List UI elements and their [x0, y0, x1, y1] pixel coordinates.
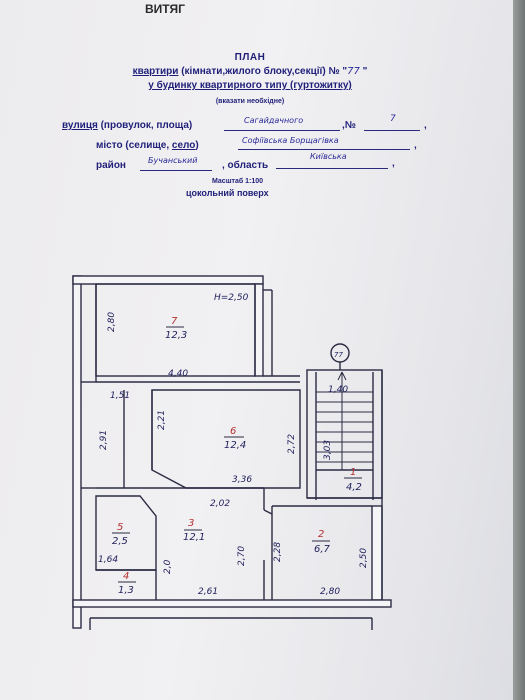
dim-291: 2,91 — [99, 430, 109, 450]
apartment-number: 77 — [347, 66, 360, 77]
room-3-number: 3 — [188, 518, 194, 529]
apartment-word: квартири — [132, 66, 179, 77]
height-mark: H=2,50 — [214, 293, 249, 303]
wall-right-top — [254, 283, 264, 377]
room-number-dividers — [112, 326, 362, 583]
city-value: Софіївська Борщагівка — [242, 136, 339, 145]
stair-arrow-left — [337, 371, 343, 381]
dim-r2-height: 2,50 — [359, 548, 369, 568]
wall-room2-right — [371, 505, 383, 601]
street-underline — [224, 130, 340, 131]
plan-title: ПЛАН — [234, 52, 266, 63]
room-6-outline — [151, 389, 301, 489]
room-6-area: 12,4 — [224, 440, 246, 451]
district-label: район — [96, 160, 126, 171]
street-word: вулиця — [62, 120, 98, 131]
dim-228: 2,28 — [273, 542, 283, 562]
room-5-outline — [95, 495, 157, 571]
outer-wall-bottom — [72, 599, 392, 608]
room-4-area: 1,3 — [118, 585, 134, 596]
dim-164: 1,64 — [98, 555, 118, 565]
stair-steps — [316, 391, 373, 463]
region-comma: , — [392, 158, 395, 169]
room-5-area: 2,5 — [112, 536, 128, 547]
stair-arrow-right — [341, 371, 347, 381]
room-7-number: 7 — [171, 316, 178, 327]
document-page: ВИТЯГ ПЛАН квартири (кімнати,жилого блок… — [0, 0, 513, 700]
table-edge — [513, 0, 525, 700]
dim-r6-height: 2,72 — [287, 434, 297, 454]
district-value: Бучанський — [148, 156, 198, 165]
city-label: місто (селище, село) — [96, 140, 199, 151]
city-label-end: ) — [195, 140, 199, 151]
floor-plan: H=2,50 77 2,80 4,40 1,51 2,21 2,91 3,36 … — [72, 275, 392, 630]
city-comma: , — [414, 140, 417, 151]
apartment-quote: " — [359, 66, 368, 77]
city-label-start: місто (селище, — [96, 140, 172, 151]
room-2-area: 6,7 — [314, 544, 331, 555]
region-underline — [276, 168, 388, 169]
dim-202: 2,02 — [210, 499, 230, 509]
room-1-area: 4,2 — [346, 482, 362, 493]
dim-r2-width: 2,80 — [320, 587, 340, 597]
dim-r6-width: 3,36 — [232, 475, 252, 485]
dim-stair-width: 1,40 — [328, 385, 348, 395]
dim-r3-height: 2,70 — [237, 546, 247, 566]
apartment-line: квартири (кімнати,жилого блоку,секції) №… — [0, 66, 500, 77]
room-6-number: 6 — [230, 426, 236, 437]
street-label: вулиця (провулок, площа) — [62, 120, 192, 131]
dim-20: 2,0 — [163, 559, 173, 574]
dim-151: 1,51 — [110, 391, 130, 401]
house-comma: , — [424, 120, 427, 131]
city-label-village: село — [171, 140, 196, 151]
house-value: 7 — [390, 114, 396, 124]
header-title: ВИТЯГ — [145, 2, 185, 16]
dim-stair-height: 3,03 — [323, 440, 333, 460]
house-underline — [364, 130, 420, 131]
outer-wall-left — [72, 275, 82, 629]
door-swing — [263, 509, 273, 515]
dim-r7-width: 4,40 — [168, 369, 188, 379]
stair-marker-label: 77 — [334, 351, 343, 359]
room-7-outline — [95, 283, 256, 377]
room-4-number: 4 — [123, 571, 129, 582]
room-7-area: 12,3 — [165, 330, 187, 341]
street-rest: (провулок, площа) — [97, 120, 193, 131]
note-line: (вказати необхідне) — [215, 98, 285, 105]
room-5-number: 5 — [117, 522, 123, 533]
apartment-desc: (кімнати,жилого блоку,секції) № " — [178, 66, 348, 77]
outer-wall-top — [72, 275, 264, 285]
district-underline — [140, 170, 212, 171]
street-value: Сагайдачного — [244, 116, 304, 125]
dim-221: 2,21 — [157, 410, 167, 430]
region-value: Київська — [310, 152, 347, 161]
floor-label: цокольний поверх — [186, 188, 269, 198]
room-1-number: 1 — [350, 467, 356, 478]
room-2-number: 2 — [318, 529, 324, 540]
city-underline — [238, 149, 410, 150]
room-3-area: 12,1 — [183, 532, 205, 543]
dim-r3-width: 2,61 — [198, 587, 218, 597]
scale-label: Масштаб 1:100 — [212, 178, 264, 185]
house-label: ,№ — [342, 120, 356, 131]
dim-r7-height: 2,80 — [107, 312, 117, 332]
region-label: , область — [222, 160, 269, 171]
building-type-line: у будинку квартирного типу (гуртожитку) — [148, 80, 352, 91]
